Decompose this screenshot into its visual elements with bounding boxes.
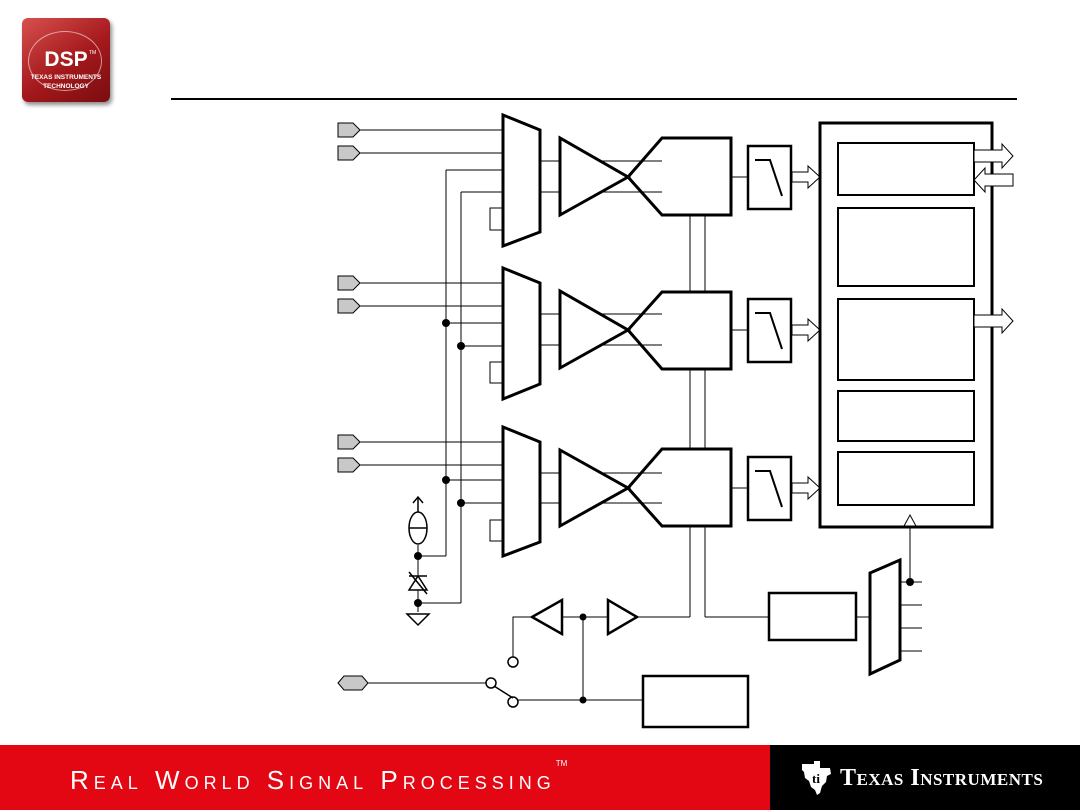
- serial-interface-block: [837, 142, 975, 196]
- input-mux: [501, 112, 542, 249]
- channel-1: [489, 112, 821, 249]
- footer-company-bar: ti Texas Instruments: [770, 745, 1080, 810]
- adc-block: [625, 447, 733, 528]
- pga-amplifier: [558, 135, 632, 218]
- input-mux: [501, 265, 542, 402]
- footer-tagline: Real World Signal ProcessingTM: [70, 759, 567, 796]
- digital-filter: [746, 455, 793, 522]
- output-pin-switch: [337, 675, 583, 708]
- reference-block: [641, 674, 750, 729]
- input-mux: [501, 424, 542, 559]
- calibration-block: [837, 451, 975, 506]
- texas-instruments-icon: ti: [802, 761, 831, 795]
- register-block: [837, 390, 975, 442]
- block-diagram: [337, 112, 1014, 729]
- channel-2: [489, 265, 821, 402]
- control-block: [837, 207, 975, 287]
- input-pin: [337, 457, 361, 473]
- logo-ring: [28, 31, 102, 91]
- digital-core: [818, 121, 1014, 529]
- ground-symbol: [405, 613, 431, 627]
- reference-bus: [637, 215, 769, 618]
- clock-mux: [868, 513, 922, 677]
- adc-block: [625, 290, 733, 371]
- input-pin: [337, 122, 361, 138]
- title-rule: [171, 98, 1017, 100]
- digital-filter: [746, 144, 793, 211]
- input-pins: [337, 122, 361, 473]
- reference-buffers: [507, 597, 642, 701]
- buffer-left: [529, 597, 564, 637]
- input-pin: [337, 145, 361, 161]
- input-wires: [360, 129, 503, 612]
- logo-dsp-text: DSP: [44, 48, 88, 71]
- company-name: Texas Instruments: [840, 765, 1044, 791]
- input-pin: [337, 434, 361, 450]
- adc-block: [625, 136, 733, 217]
- pga-amplifier: [558, 288, 632, 371]
- logo-trademark: TM: [89, 50, 97, 56]
- channel-3: [489, 424, 821, 559]
- footer-tagline-bar: Real World Signal ProcessingTM: [0, 745, 770, 810]
- tagline-text: Real World Signal Processing: [70, 765, 556, 795]
- digital-filter: [746, 297, 793, 364]
- dsp-technology-logo: DSP TM TEXAS INSTRUMENTS TECHNOLOGY: [22, 18, 110, 102]
- gpio-block: [837, 298, 975, 381]
- buffer-right: [606, 597, 640, 637]
- pga-amplifier: [558, 447, 632, 529]
- tagline-trademark: TM: [555, 759, 568, 768]
- input-pin: [337, 275, 361, 291]
- diode: [407, 571, 429, 595]
- current-source: [408, 495, 428, 545]
- logo-line-texas-instruments: TEXAS INSTRUMENTS: [30, 74, 102, 81]
- svg-text:ti: ti: [812, 771, 820, 786]
- clock-block: [767, 591, 858, 642]
- input-pin: [337, 298, 361, 314]
- logo-line-technology: TECHNOLOGY: [43, 83, 89, 90]
